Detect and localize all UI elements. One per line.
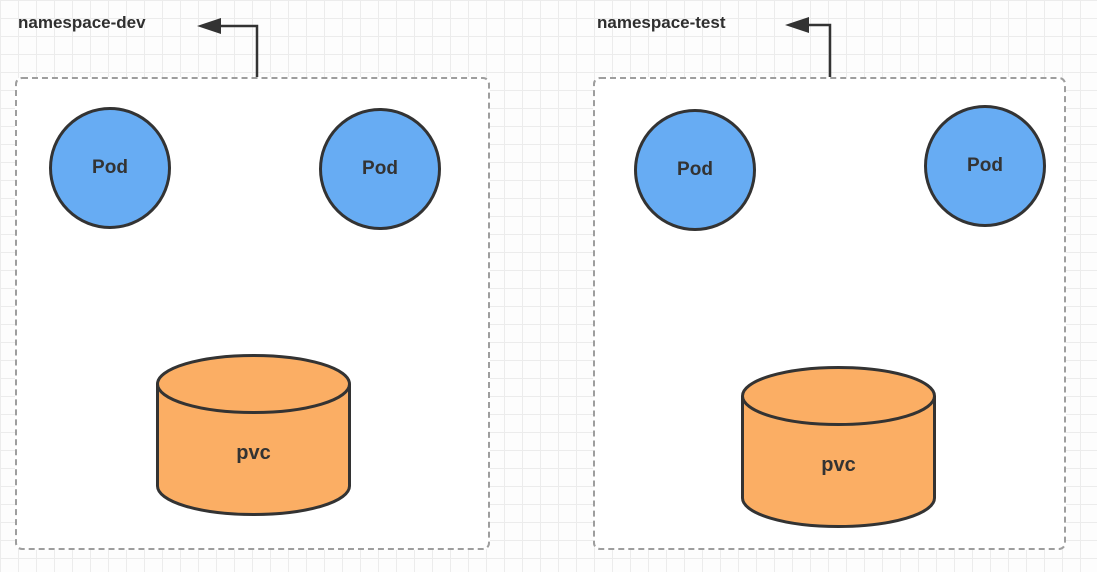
namespace-test-arrow — [785, 17, 832, 77]
namespace-dev-label: namespace-dev — [18, 13, 146, 32]
pod-node: Pod — [924, 105, 1046, 227]
namespace-test-label: namespace-test — [597, 13, 726, 32]
cylinder-icon — [741, 366, 936, 528]
pvc-label: pvc — [236, 442, 271, 464]
pod-label: Pod — [677, 159, 713, 180]
pod-label: Pod — [967, 155, 1003, 176]
pvc-label: pvc — [821, 454, 856, 476]
pvc-cylinder: pvc — [740, 365, 937, 529]
pod-node: Pod — [319, 108, 441, 230]
pvc-cylinder: pvc — [155, 353, 352, 517]
cylinder-icon — [156, 354, 351, 516]
pod-node: Pod — [634, 109, 756, 231]
pod-label: Pod — [92, 157, 128, 178]
pod-label: Pod — [362, 158, 398, 179]
namespace-dev-arrow — [197, 18, 259, 77]
pod-node: Pod — [49, 107, 171, 229]
